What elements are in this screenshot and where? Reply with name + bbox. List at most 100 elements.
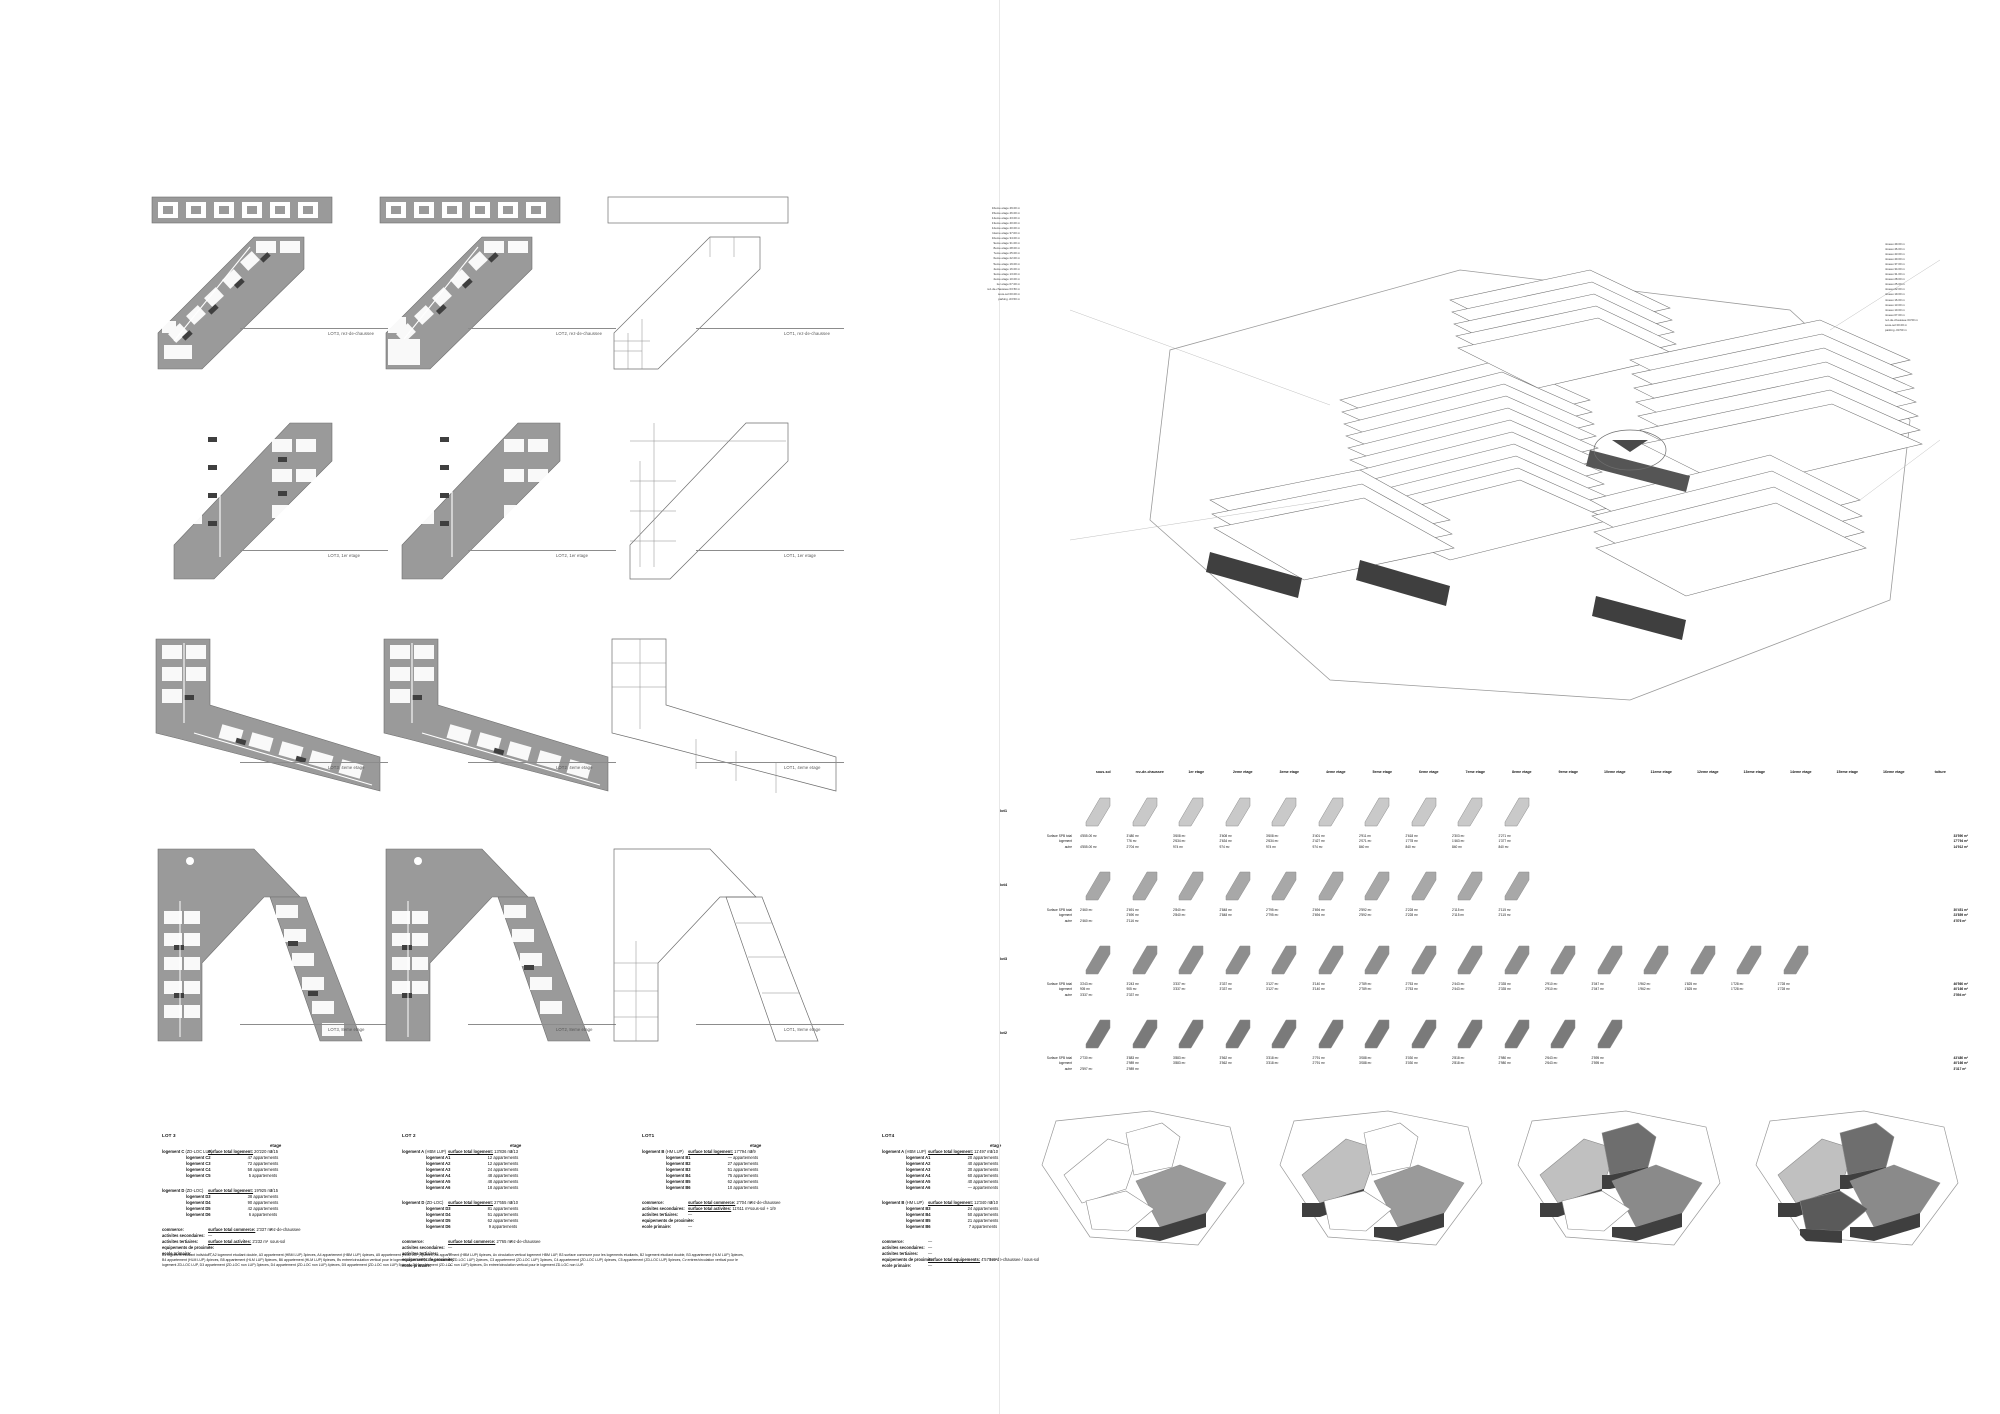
matrix-cell-value: 1'728 m² — [1777, 987, 1790, 992]
plan-lot3-4eme: LOT3, 4eme etage — [150, 629, 390, 809]
unit-label: logement B6 — [666, 1185, 691, 1190]
extra-label: commerce: — [162, 1227, 184, 1232]
matrix-cell-value: 2'597 m² — [1080, 1066, 1093, 1071]
matrix-cell-value: 2'989 m² — [1126, 1066, 1139, 1071]
etage-column-header: etage — [270, 1143, 282, 1148]
group-label: logement B (HM LUP) — [642, 1149, 684, 1154]
matrix-floor-icon — [1638, 940, 1678, 985]
matrix-floor-icon — [1406, 792, 1446, 837]
matrix-cell-value: 1'825 m² — [1684, 982, 1697, 986]
matrix-floor-icon — [1266, 1014, 1306, 1059]
matrix-floor-icon — [1359, 1014, 1399, 1059]
unit-count: 12 appartements — [487, 1161, 519, 1166]
massing-diagram — [1506, 1105, 1736, 1265]
scale-bar — [696, 328, 844, 329]
matrix-floor-icon — [1359, 792, 1399, 837]
group-surface: surface total logement: 17'794 m² — [688, 1149, 753, 1154]
unit-count: 48 appartements — [487, 1179, 519, 1184]
level-label: rez-de-chaussee 03.50 m — [987, 286, 1020, 291]
unit-count: 47 appartements — [247, 1155, 279, 1160]
extra-row: ecole primaire:— — [882, 1263, 1117, 1269]
level-label: niveau 46.00 m — [1885, 247, 1905, 252]
extra-label: activites secondaires: — [642, 1206, 685, 1211]
matrix-floor-icon — [1499, 1014, 1539, 1059]
extra-value: — — [208, 1251, 213, 1256]
plan-label: LOT3, 1er etage — [328, 553, 360, 558]
matrix-floor-icon — [1545, 1014, 1585, 1059]
matrix-cell-value: 3'127 m² — [1266, 987, 1279, 992]
unit-label: logement B1 — [666, 1155, 691, 1160]
plan-label: LOT1, 4eme etage — [784, 765, 821, 770]
matrix-floor-icon — [1452, 1014, 1492, 1059]
matrix-floor-icon — [1080, 866, 1120, 911]
lot-group-row: logement A (HBM LUP)surface total logeme… — [882, 1149, 1117, 1155]
matrix-cell-value: 2'228 m² — [1405, 913, 1418, 918]
matrix-floor-icon — [1359, 866, 1399, 911]
plan-lot3-rdc: LOT3, rez-de-chaussee — [150, 195, 390, 380]
matrix-cell-value: 3'608 m² — [1219, 834, 1232, 838]
matrix-row-label: lot2 — [1000, 1030, 1008, 1035]
matrix-cell-value: 974 m² — [1312, 844, 1323, 849]
extra-label: activites tertiaires: — [402, 1251, 439, 1256]
plan-lot1-4eme: LOT1, 4eme etage — [606, 629, 846, 809]
unit-count: 10 appartements — [727, 1185, 759, 1190]
level-label: niveau 43.00 m — [1885, 252, 1905, 257]
lot-table-title: LOT 2 — [402, 1133, 416, 1138]
matrix-cell-value: 2'592 m² — [1359, 913, 1372, 918]
massing-series — [1030, 1105, 1980, 1265]
lot-group-row: logement B (HM LUP)surface total logemen… — [882, 1200, 1117, 1206]
extra-row: ecole primaire:— — [402, 1263, 637, 1269]
matrix-cell-value: 2'116 m² — [1126, 918, 1139, 923]
matrix-cell-value: 2'791 m² — [1312, 1061, 1325, 1066]
plan-drawings-area: LOT3, rez-de-chaussee — [150, 195, 930, 1105]
level-label: 14eme etage 43.00 m — [991, 216, 1020, 221]
group-etage: 1/13 — [510, 1149, 518, 1154]
etage-column-header: etage — [990, 1143, 1002, 1148]
matrix-floor-icon — [1266, 792, 1306, 837]
matrix-cell-value: 2'335 m² — [1498, 982, 1511, 986]
matrix-cell-value: 3'562 m² — [1219, 1061, 1232, 1066]
unit-label: logement B3 — [906, 1206, 931, 1211]
extra-value: — — [928, 1251, 933, 1256]
matrix-cell-value: 905 m² — [1080, 987, 1090, 992]
matrix-floor-icon — [1127, 1014, 1167, 1059]
extra-row: ecole primaire:— — [642, 1224, 877, 1230]
unit-label: logement A6 — [906, 1185, 931, 1190]
unit-label: logement D4 — [426, 1212, 451, 1217]
matrix-cell-value: 4'555.00 m² — [1080, 844, 1097, 849]
extra-value: — — [208, 1245, 213, 1250]
extra-value: — — [928, 1239, 933, 1244]
matrix-row-total: 17'794 m² — [1953, 839, 1968, 844]
matrix-cell-value: 3'480 m² — [1126, 834, 1139, 838]
unit-label: logement D3 — [186, 1194, 211, 1199]
extra-value: surface total commerce: 2'704 m² — [688, 1200, 753, 1205]
matrix-metric-label: logement — [1058, 839, 1072, 844]
matrix-cell-value: 3'883 m² — [1173, 1061, 1186, 1066]
matrix-cell-value: 2'691 m² — [1126, 908, 1139, 912]
unit-label: logement C3 — [186, 1161, 211, 1166]
matrix-column-header: 15eme etage — [1836, 770, 1859, 774]
matrix-cell-value: 3'088 m² — [1359, 1061, 1372, 1066]
matrix-cell-value: 2'840 m² — [1173, 913, 1186, 918]
footnote-line: logement ZD-LOC LUP, D3 appartement (ZD-… — [162, 1263, 584, 1268]
lot-table-title: LOT1 — [642, 1133, 655, 1138]
etage-column-header: etage — [510, 1143, 522, 1148]
unit-label: logement A2 — [426, 1161, 451, 1166]
unit-label: logement D5 — [426, 1218, 451, 1223]
matrix-floor-icon — [1220, 792, 1260, 837]
level-label: niveau 10.00 m — [1885, 307, 1905, 312]
matrix-cell-value: 1'962 m² — [1638, 987, 1651, 992]
matrix-cell-value: 3'140 m² — [1312, 982, 1325, 986]
unit-label: logement A1 — [426, 1155, 451, 1160]
matrix-cell-value: 2'789 m² — [1359, 982, 1372, 986]
